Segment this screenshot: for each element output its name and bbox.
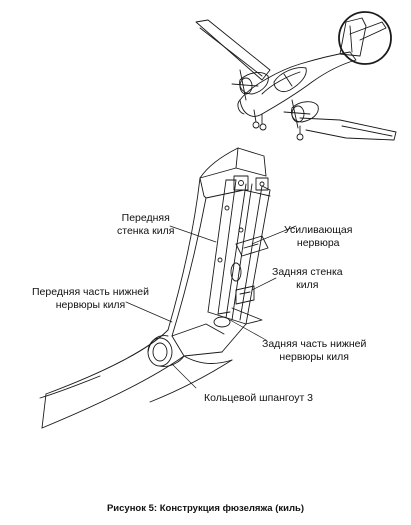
label-reinforcing-rib-line2: нервюра (296, 237, 340, 249)
label-front-wall: Передняя стенка киля (117, 212, 174, 238)
label-rear-wall-line2: киля (296, 279, 319, 291)
label-ring-frame: Кольцевой шпангоут 3 (204, 392, 313, 405)
label-rear-wall-line1: Задняя стенка (272, 266, 343, 278)
label-rear-lower-rib-line2: нервюры киля (279, 351, 349, 363)
label-rear-wall: Задняя стенка киля (272, 266, 343, 292)
label-front-lower-rib-line1: Передняя часть нижней (32, 286, 149, 298)
fin-structure (39, 147, 271, 429)
label-reinforcing-rib-line1: Усиливающая (284, 224, 353, 236)
label-front-wall-line2: стенка киля (117, 225, 175, 237)
aircraft-overview (195, 11, 397, 141)
label-front-wall-line1: Передняя (121, 212, 170, 224)
label-reinforcing-rib: Усиливающая нервюра (284, 224, 352, 250)
label-rear-lower-rib-line1: Задняя часть нижней (262, 338, 367, 350)
label-front-lower-rib: Передняя часть нижней нервюры киля (32, 286, 149, 312)
label-front-lower-rib-line2: нервюры киля (55, 299, 126, 311)
label-rear-lower-rib: Задняя часть нижней нервюры киля (262, 338, 366, 364)
leader-lines (125, 225, 297, 389)
label-ring-frame-line1: Кольцевой шпангоут 3 (204, 392, 314, 404)
figure-caption: Рисунок 5: Конструкция фюзеляжа (киль) (106, 503, 305, 514)
